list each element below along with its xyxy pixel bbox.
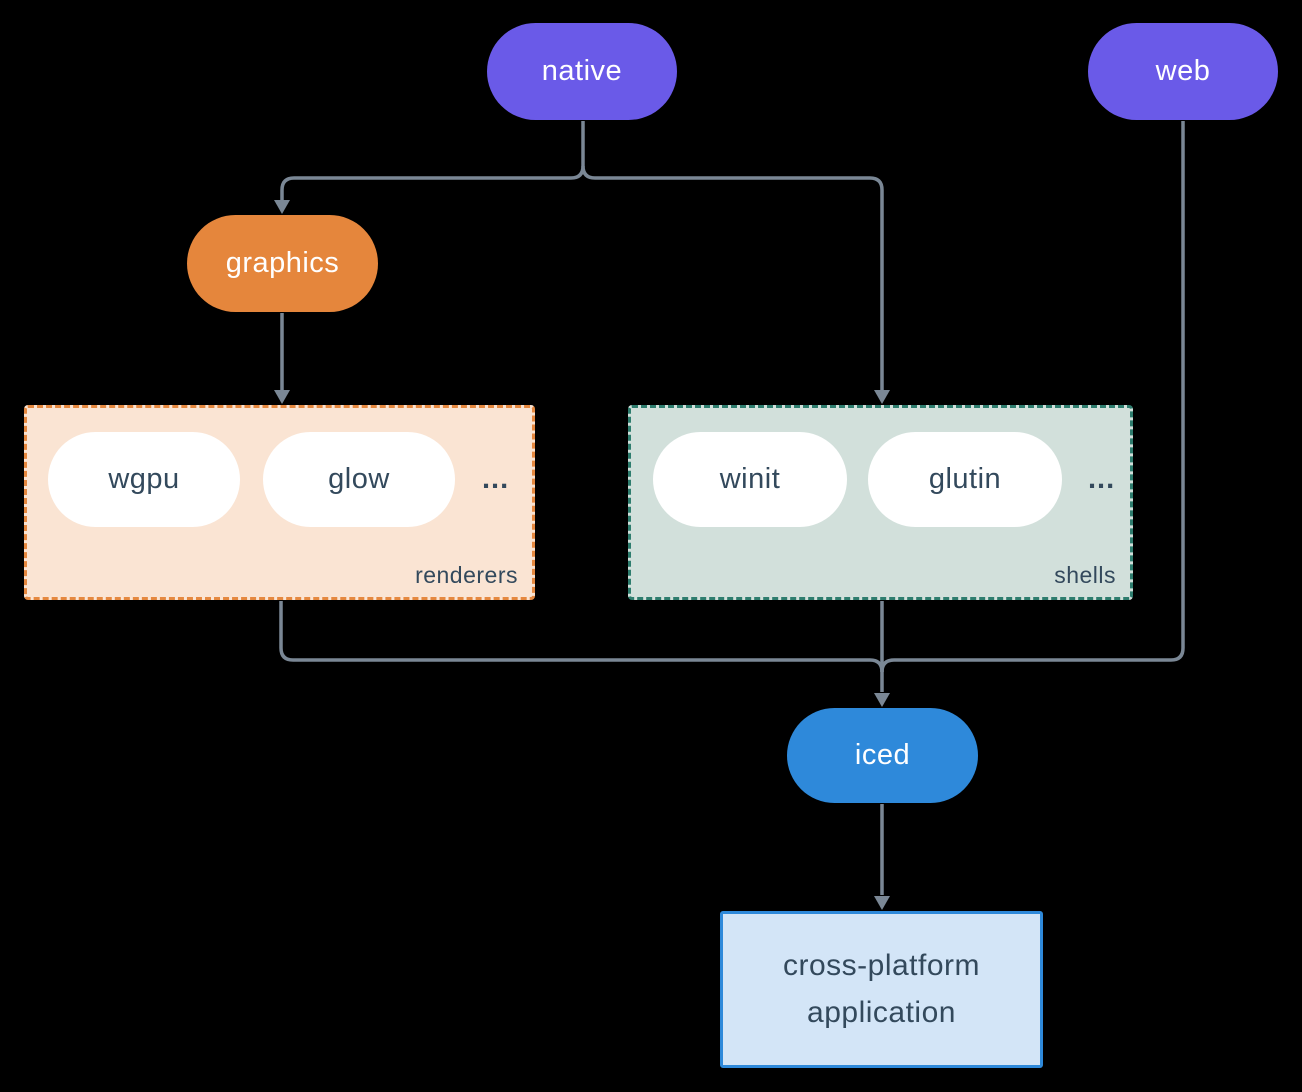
group-shells: winit glutin ... shells	[628, 405, 1133, 600]
connector-native-to-shells	[581, 165, 884, 390]
arrowhead-graphics	[274, 200, 290, 214]
node-native: native	[487, 23, 677, 120]
shells-label: shells	[1054, 562, 1116, 588]
node-iced: iced	[787, 708, 978, 803]
arrowhead-iced	[874, 693, 890, 707]
arrowhead-renderers	[274, 390, 290, 404]
node-graphics-label: graphics	[225, 247, 340, 279]
connector-renderers-to-iced	[279, 601, 884, 673]
node-application-line1: cross-platform	[782, 949, 981, 982]
node-web-label: web	[1155, 55, 1211, 87]
node-graphics: graphics	[187, 215, 378, 312]
node-winit: winit	[653, 432, 847, 527]
node-glutin-label: glutin	[928, 463, 1002, 495]
node-web: web	[1088, 23, 1278, 120]
group-renderers: wgpu glow ... renderers	[24, 405, 535, 600]
node-wgpu: wgpu	[48, 432, 240, 527]
node-application: cross-platform application	[720, 911, 1043, 1068]
arrowhead-shells	[874, 390, 890, 404]
node-wgpu-label: wgpu	[108, 463, 180, 495]
node-glow-label: glow	[328, 463, 390, 495]
node-winit-label: winit	[719, 463, 781, 495]
shells-ellipsis: ...	[1088, 463, 1116, 495]
arrowhead-application	[874, 896, 890, 910]
node-application-line2: application	[807, 995, 956, 1029]
node-iced-label: iced	[854, 739, 911, 771]
connector-native-to-graphics	[280, 165, 585, 200]
node-native-label: native	[541, 55, 623, 87]
renderers-label: renderers	[415, 562, 518, 588]
node-glutin: glutin	[868, 432, 1062, 527]
renderers-ellipsis: ...	[482, 463, 510, 495]
node-glow: glow	[263, 432, 455, 527]
